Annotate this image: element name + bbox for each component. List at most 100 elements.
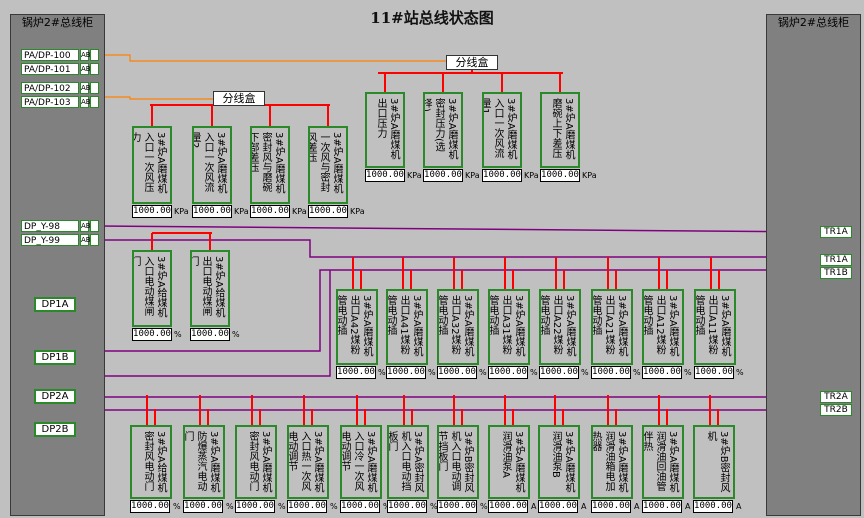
device-value: 1000.00 <box>591 366 631 379</box>
field-device[interactable]: 3#炉A磨煤机密封风与磨碗下部差压 <box>250 126 290 204</box>
trunk-tr2a[interactable]: TR2A <box>820 391 852 403</box>
trunk-tr1a[interactable]: TR1A <box>820 254 852 266</box>
device-value: 1000.00 <box>235 500 275 513</box>
device-value: 1000.00 <box>694 366 734 379</box>
device-unit: % <box>480 502 488 511</box>
trunk-tr2b[interactable]: TR2B <box>820 404 852 416</box>
port-ab-indicator: AB <box>80 82 91 94</box>
port-ab-indicator: AB <box>80 96 91 108</box>
device-unit: KPa <box>524 171 539 180</box>
field-device[interactable]: 3#炉A密封风机入口电动挡板门 <box>387 425 429 499</box>
field-device[interactable]: 3#炉A磨煤机出口A42煤粉管电动插 <box>336 289 378 365</box>
device-unit: % <box>383 500 391 513</box>
field-device[interactable]: 3#炉A给煤机出口电动煤闸门 <box>190 250 230 327</box>
device-unit: KPa <box>292 207 307 216</box>
device-label: 3#炉A磨煤机出口A41煤粉管电动插 <box>388 295 422 357</box>
port-ab-indicator: AB <box>80 63 91 75</box>
device-value: 1000.00 <box>190 328 230 341</box>
field-device[interactable]: 3#炉A磨煤机入口热一次风电动调节 <box>287 425 329 499</box>
field-device[interactable]: 3#炉A给煤机密封风电动门 <box>130 425 172 499</box>
device-value: 1000.00 <box>642 500 682 513</box>
device-value: 1000.00 <box>693 500 733 513</box>
junction-box-1[interactable]: 分线盒 <box>213 91 265 106</box>
field-device[interactable]: 3#炉A磨煤机润滑油箱电加热器 <box>591 425 633 499</box>
device-label: 3#炉A磨煤机润滑油泵B <box>550 431 574 493</box>
dp2a-port[interactable]: DP2A <box>34 389 76 404</box>
device-label: 3#炉A磨煤机密封压力(选择) <box>425 98 457 160</box>
device-unit: KPa <box>350 207 365 216</box>
right-cabinet-title: 锅炉2#总线柜 <box>777 16 850 29</box>
device-unit: KPa <box>174 207 189 216</box>
bus-line <box>99 54 446 62</box>
device-label: 3#炉A磨煤机润滑油回油管伴热 <box>644 431 678 493</box>
field-device[interactable]: 3#炉B密封风机 <box>693 425 735 499</box>
port-pa-dp-100[interactable]: PA/DP-100 <box>21 49 79 61</box>
field-device[interactable]: 3#炉A磨煤机出口A12煤粉管电动插 <box>642 289 684 365</box>
device-unit: % <box>633 368 641 377</box>
field-device[interactable]: 3#炉A磨煤机密封风电动门 <box>235 425 277 499</box>
device-label: 3#炉A磨煤机出口A21煤粉管电动插 <box>593 295 627 357</box>
dp2b-port[interactable]: DP2B <box>34 422 76 437</box>
page-title: 11#站总线状态图 <box>370 9 494 27</box>
field-device[interactable]: 3#炉A磨煤机出口A22煤粉管电动插 <box>539 289 581 365</box>
device-unit: A <box>736 502 742 511</box>
port-ab-indicator: AB <box>80 234 91 246</box>
field-device[interactable]: 3#炉A磨煤机入口冷一次风电动调节 <box>340 425 382 499</box>
device-label: 3#炉A给煤机出口电动煤闸门 <box>192 256 224 318</box>
field-device[interactable]: 3#炉A磨煤机入口一次风流量1 <box>482 92 522 168</box>
field-device[interactable]: 3#炉A磨煤机出口A11煤粉管电动插 <box>694 289 736 365</box>
device-value: 1000.00 <box>482 169 522 182</box>
device-label: 3#炉A磨煤机入口一次风压力 <box>134 132 166 194</box>
device-unit: % <box>530 368 538 377</box>
field-device[interactable]: 3#炉A磨煤机润滑油回油管伴热 <box>642 425 684 499</box>
device-value: 1000.00 <box>308 205 348 218</box>
field-device[interactable]: 3#炉A磨煤机出口A21煤粉管电动插 <box>591 289 633 365</box>
trunk-tr1b[interactable]: TR1B <box>820 267 852 279</box>
port-ab-indicator <box>90 220 99 232</box>
device-unit: % <box>232 330 240 339</box>
device-unit: KPa <box>582 171 597 180</box>
field-device[interactable]: 3#炉A磨煤机一次风与密封风差压 <box>308 126 348 204</box>
device-label: 3#炉A磨煤机润滑油箱电加热器 <box>593 431 627 493</box>
field-device[interactable]: 3#炉A磨煤机出口A41煤粉管电动插 <box>386 289 428 365</box>
device-unit: A <box>581 502 587 511</box>
port-pa-dp-103[interactable]: PA/DP-103 <box>21 96 79 108</box>
device-value: 1000.00 <box>287 500 327 513</box>
port-pa-dp-101[interactable]: PA/DP-101 <box>21 63 79 75</box>
port-dp-y-99[interactable]: DP_Y-99 <box>21 234 79 246</box>
device-unit: % <box>581 368 589 377</box>
field-device[interactable]: 3#炉A磨煤机润滑油泵B <box>538 425 580 499</box>
trunk-tr1a-upper[interactable]: TR1A <box>820 226 852 238</box>
field-device[interactable]: 3#炉A磨煤机出口A31煤粉管电动插 <box>488 289 530 365</box>
device-unit: % <box>479 368 487 377</box>
field-device[interactable]: 3#炉A磨煤机磨碗上下差压 <box>540 92 580 168</box>
field-device[interactable]: 3#炉A磨煤机入口一次风压力 <box>132 126 172 204</box>
device-label: 3#炉A磨煤机出口A32煤粉管电动插 <box>439 295 473 357</box>
port-ab-indicator <box>90 49 99 61</box>
port-ab-indicator <box>90 82 99 94</box>
device-unit: % <box>736 368 744 377</box>
field-device[interactable]: 3#炉A磨煤机出口A32煤粉管电动插 <box>437 289 479 365</box>
field-device[interactable]: 3#炉A磨煤机出口压力 <box>365 92 405 168</box>
device-label: 3#炉A磨煤机出口A22煤粉管电动插 <box>541 295 575 357</box>
port-pa-dp-102[interactable]: PA/DP-102 <box>21 82 79 94</box>
dp1a-port[interactable]: DP1A <box>34 297 76 312</box>
device-unit: A <box>531 502 537 511</box>
dp1b-port[interactable]: DP1B <box>34 350 76 365</box>
port-dp-y-98[interactable]: DP_Y-98 <box>21 220 79 232</box>
field-device[interactable]: 3#炉B密封风机入口电动调节挡板门 <box>437 425 479 499</box>
device-unit: % <box>330 502 338 511</box>
device-value: 1000.00 <box>192 205 232 218</box>
device-value: 1000.00 <box>437 366 477 379</box>
field-device[interactable]: 3#炉A磨煤机密封压力(选择) <box>423 92 463 168</box>
device-label: 3#炉A磨煤机防爆蒸汽电动门 <box>185 431 219 493</box>
device-value: 1000.00 <box>488 366 528 379</box>
field-device[interactable]: 3#炉A给煤机入口电动煤闸门 <box>132 250 172 327</box>
port-ab-indicator <box>90 96 99 108</box>
device-unit: KPa <box>407 171 422 180</box>
junction-box-2[interactable]: 分线盒 <box>446 55 498 70</box>
field-device[interactable]: 3#炉A磨煤机润滑油泵A <box>488 425 530 499</box>
device-label: 3#炉A给煤机密封风电动门 <box>142 431 166 493</box>
field-device[interactable]: 3#炉A磨煤机入口一次风流量2 <box>192 126 232 204</box>
field-device[interactable]: 3#炉A磨煤机防爆蒸汽电动门 <box>183 425 225 499</box>
